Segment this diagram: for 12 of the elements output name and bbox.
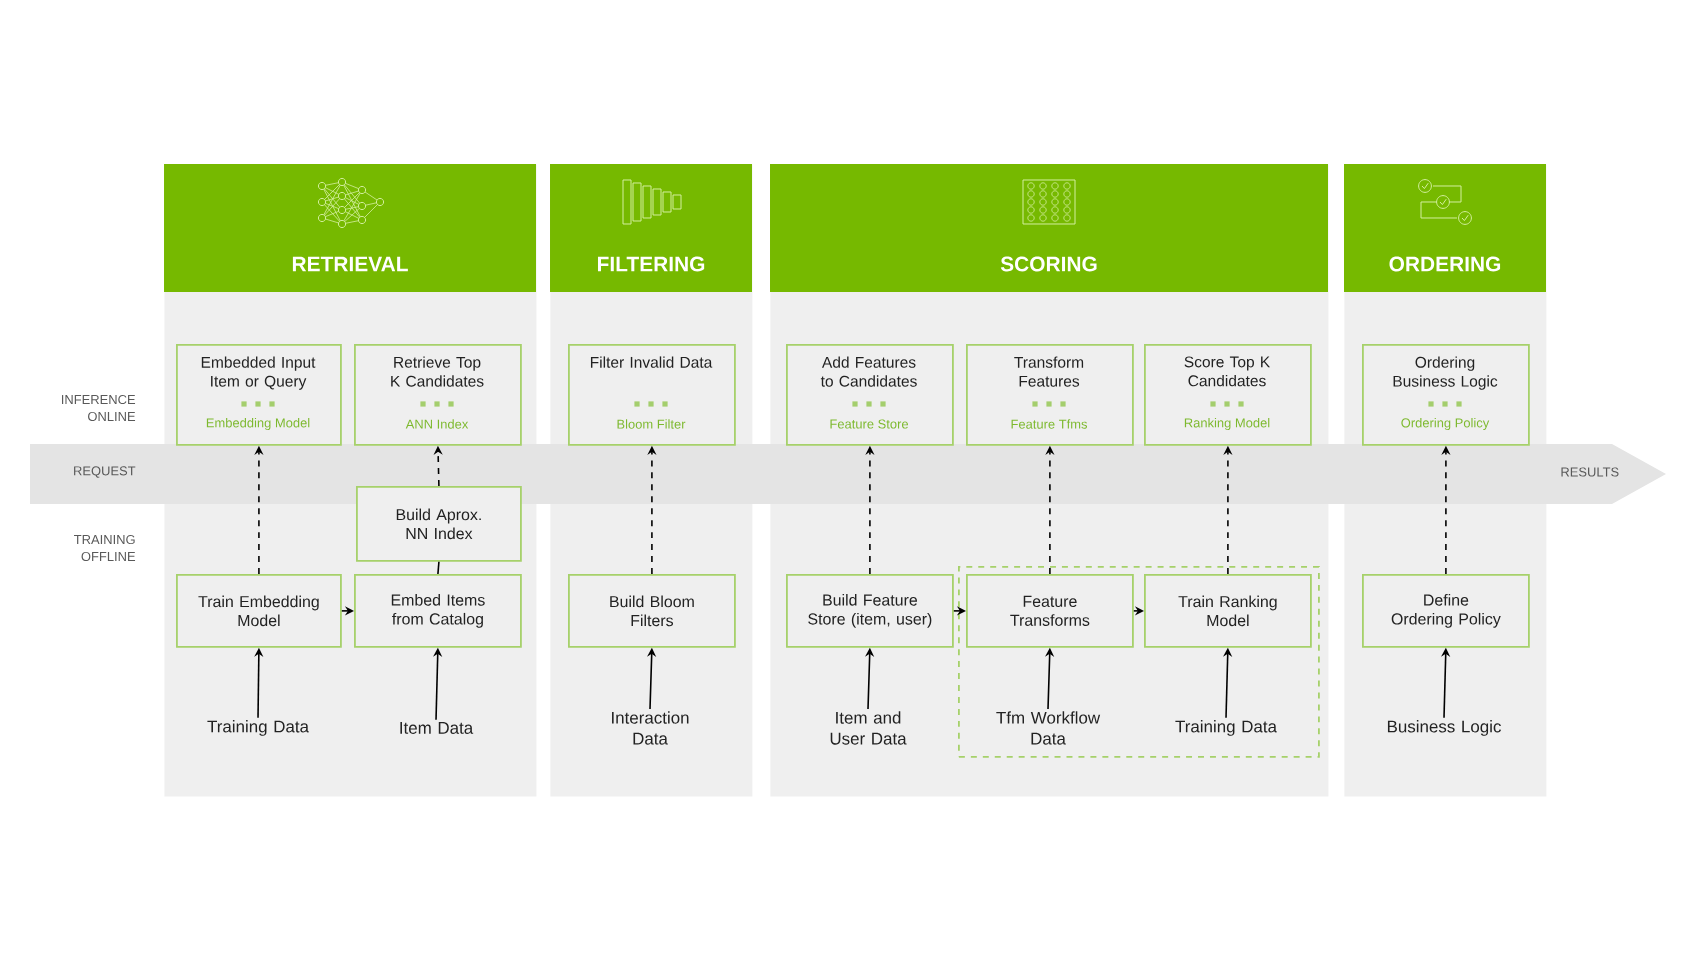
input-label: Business Logic [1387,720,1501,736]
input-label: Item and User Data [830,711,907,745]
input-label: Tfm Workflow Data [996,711,1101,745]
column-title: RETRIEVAL [292,256,408,272]
column-title: FILTERING [598,256,705,272]
input-label: Interaction Data [612,711,689,745]
column-title: ORDERING [1389,256,1501,272]
input-label: Training Data [1175,720,1277,736]
dashed-group-box [958,566,1320,758]
column-title: SCORING [1000,256,1097,272]
input-label: Training Data [207,720,309,736]
input-label: Item Data [400,722,474,734]
